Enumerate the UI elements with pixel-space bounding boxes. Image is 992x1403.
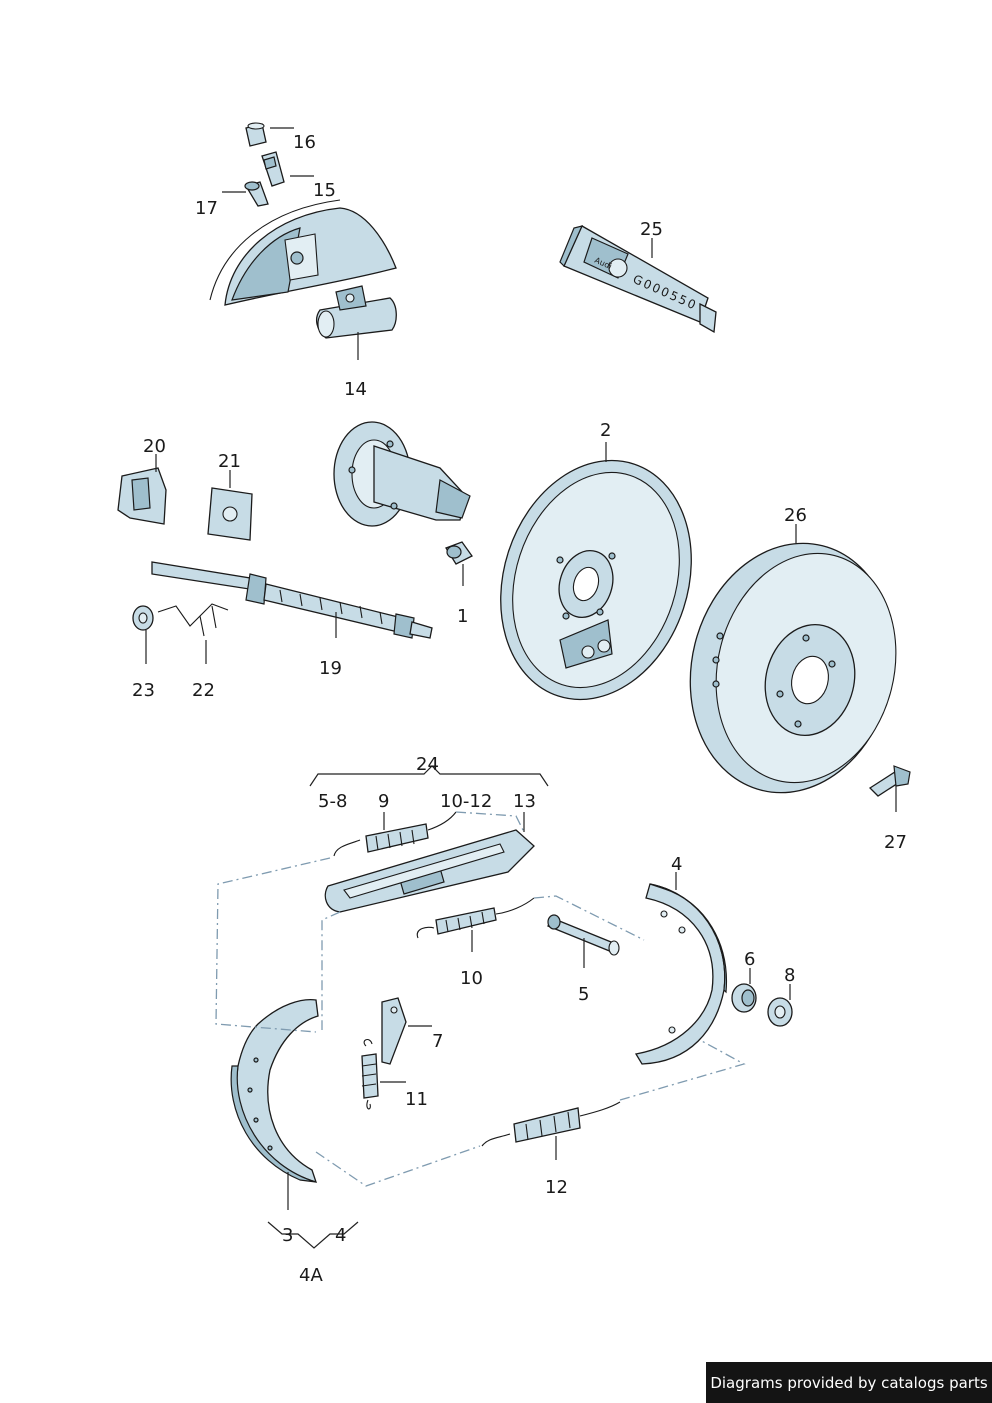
callout-20: 20 [143,436,166,457]
callout-8: 8 [784,965,795,986]
callout-4a: 4A [299,1265,323,1286]
washer [132,605,154,631]
bolt-17 [244,181,269,207]
callout-5-8: 5-8 [318,791,347,812]
brake-backing-plate [500,459,692,701]
callout-11: 11 [405,1089,428,1110]
callout-16: 16 [293,132,316,153]
dashed-link-lines [215,811,746,1187]
callout-25: 25 [640,219,663,240]
cable-bracket [207,487,253,541]
wheel-cylinder [315,285,397,339]
callout-17: 17 [195,198,218,219]
adjuster-lever [324,829,535,913]
spring-cap-6 [731,983,757,1013]
callout-labels: 16 15 17 14 25 2 20 21 1 26 19 23 22 27 … [132,132,907,1286]
callout-12: 12 [545,1177,568,1198]
callout-2: 2 [600,420,611,441]
spring-12 [481,1101,621,1147]
hub-nut [445,541,473,565]
cable-holder-clip [117,467,167,525]
callout-19: 19 [319,658,342,679]
wheel-hub [333,421,471,527]
callout-13: 13 [513,791,536,812]
callout-14: 14 [344,379,367,400]
drum-screw [868,765,911,797]
callout-23: 23 [132,680,155,701]
backing-plate-segment [209,199,397,306]
retaining-spring-clip [157,603,229,637]
bleeder-valve [261,151,285,187]
leader-lines [145,127,897,1249]
callout-21: 21 [218,451,241,472]
callout-4-group: 4 [335,1225,346,1246]
lever-7 [381,997,407,1065]
callout-15: 15 [313,180,336,201]
spring-washer-8 [767,997,793,1027]
callout-10: 10 [460,968,483,989]
callout-3: 3 [282,1225,293,1246]
callout-27: 27 [884,832,907,853]
brake-shoe-left [230,998,319,1183]
callout-26: 26 [784,505,807,526]
brake-shoe-right [634,883,728,1065]
callout-7: 7 [432,1031,443,1052]
callout-10-12: 10-12 [440,791,492,812]
callout-24: 24 [416,754,439,775]
callout-9: 9 [378,791,389,812]
brake-drum [689,542,897,794]
grease-tube: Audi G000550 [559,225,717,334]
callout-5: 5 [578,984,589,1005]
spring-9 [333,811,457,857]
spring-11 [361,1038,379,1110]
callout-22: 22 [192,680,215,701]
pin-5 [547,914,620,956]
callout-4-shoe: 4 [671,854,682,875]
bleeder-cap [245,122,267,147]
callout-6: 6 [744,949,755,970]
footer-credit: Diagrams provided by catalogs parts [706,1362,992,1403]
spring-10 [416,897,535,939]
handbrake-cable [151,561,433,639]
callout-1: 1 [457,606,468,627]
